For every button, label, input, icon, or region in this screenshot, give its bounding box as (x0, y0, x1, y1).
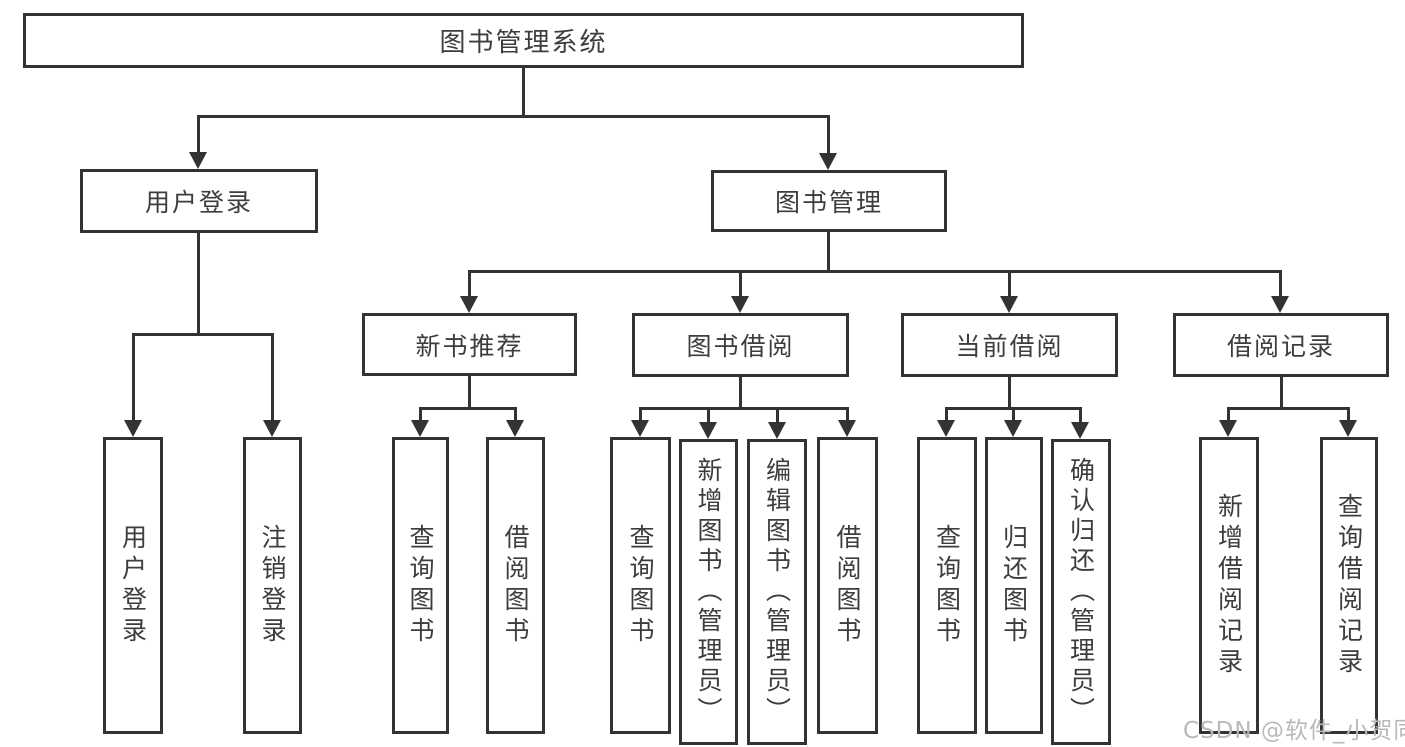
arrow-down-icon (124, 420, 142, 437)
edge-user-login-drop-2 (271, 333, 274, 421)
arrow-down-icon (937, 420, 955, 437)
leaf-nbr-borrow-book: 借阅图书 (486, 437, 545, 734)
arrow-down-icon (1004, 420, 1022, 437)
node-user-login: 用户登录 (80, 169, 318, 233)
edge-br-stem (1280, 375, 1283, 410)
node-borrow-records: 借阅记录 (1173, 313, 1389, 377)
edge-cb-stem (1008, 375, 1011, 410)
edge-nbr-drop-2 (514, 407, 517, 422)
arrow-down-icon (819, 153, 837, 170)
edge-br-drop-2 (1347, 407, 1350, 422)
edge-book-mgmt-drop-3 (1008, 270, 1011, 298)
edge-bb-drop-2 (707, 407, 710, 424)
arrow-down-icon (838, 420, 856, 437)
edge-cb-drop-3 (1079, 407, 1082, 424)
leaf-nbr-query-book: 查询图书 (392, 437, 449, 734)
leaf-bb-borrow-book: 借阅图书 (817, 437, 878, 734)
node-book-management: 图书管理 (711, 170, 947, 232)
leaf-br-add-record: 新增借阅记录 (1199, 437, 1259, 734)
edge-book-mgmt-stem (827, 230, 830, 273)
edge-book-mgmt-rail (468, 270, 1282, 273)
arrow-down-icon (189, 152, 207, 169)
edge-bb-drop-3 (776, 407, 779, 424)
edge-nbr-rail (419, 407, 517, 410)
leaf-logout: 注销登录 (243, 437, 302, 734)
leaf-bb-edit-book-admin: 编辑图书（管理员） (747, 439, 807, 745)
edge-bb-rail (639, 407, 849, 410)
arrow-down-icon (631, 420, 649, 437)
arrow-down-icon (1071, 422, 1089, 439)
arrow-down-icon (699, 422, 717, 439)
edge-br-rail (1227, 407, 1350, 410)
edge-user-login-rail (132, 333, 274, 336)
edge-nbr-drop-1 (419, 407, 422, 422)
arrow-down-icon (411, 420, 429, 437)
arrow-down-icon (1219, 420, 1237, 437)
node-current-borrow: 当前借阅 (901, 313, 1118, 377)
arrow-down-icon (460, 296, 478, 313)
arrow-down-icon (506, 420, 524, 437)
leaf-cb-confirm-return-admin: 确认归还（管理员） (1051, 439, 1111, 745)
node-root-library-system: 图书管理系统 (23, 13, 1024, 68)
leaf-bb-query-book: 查询图书 (610, 437, 671, 734)
leaf-bb-add-book-admin: 新增图书（管理员） (679, 439, 738, 745)
edge-cb-drop-1 (945, 407, 948, 422)
arrow-down-icon (731, 296, 749, 313)
leaf-cb-query-book: 查询图书 (917, 437, 977, 734)
edge-cb-drop-2 (1012, 407, 1015, 422)
edge-bb-stem (739, 375, 742, 410)
arrow-down-icon (1000, 296, 1018, 313)
edge-bb-drop-4 (846, 407, 849, 422)
edge-root-stem (522, 66, 525, 118)
edge-root-drop-book-mgmt (827, 115, 830, 154)
csdn-watermark: CSDN @软件_小贺同学 (1183, 718, 1405, 744)
edge-root-drop-user-login (197, 115, 200, 154)
edge-book-mgmt-drop-1 (468, 270, 471, 298)
edge-book-mgmt-drop-4 (1279, 270, 1282, 298)
node-book-borrow: 图书借阅 (632, 313, 849, 377)
edge-book-mgmt-drop-2 (739, 270, 742, 298)
arrow-down-icon (1271, 296, 1289, 313)
leaf-br-query-record: 查询借阅记录 (1320, 437, 1378, 734)
edge-user-login-stem (197, 231, 200, 336)
edge-bb-drop-1 (639, 407, 642, 422)
arrow-down-icon (768, 422, 786, 439)
arrow-down-icon (1339, 420, 1357, 437)
leaf-user-login: 用户登录 (103, 437, 163, 734)
arrow-down-icon (263, 420, 281, 437)
edge-nbr-stem (468, 374, 471, 410)
edge-br-drop-1 (1227, 407, 1230, 422)
edge-root-rail (197, 115, 830, 118)
node-new-book-recommend: 新书推荐 (362, 313, 577, 376)
leaf-cb-return-book: 归还图书 (985, 437, 1043, 734)
edge-user-login-drop-1 (132, 333, 135, 421)
